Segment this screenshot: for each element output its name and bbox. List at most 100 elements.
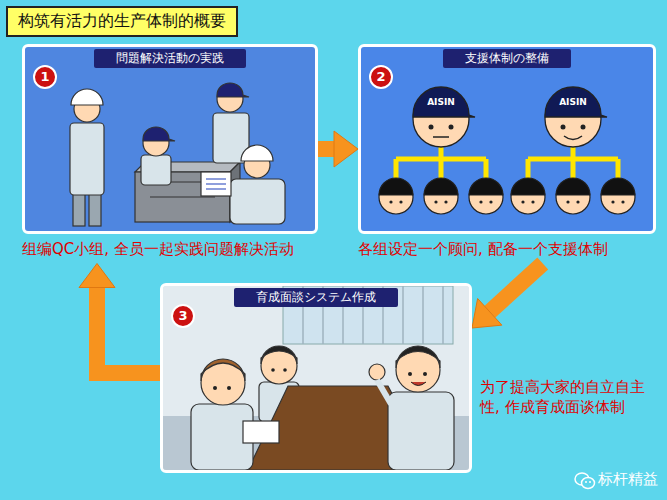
illustration-part xyxy=(489,200,492,203)
arrow-head xyxy=(472,299,502,328)
illustration-part xyxy=(261,346,297,364)
panel-caption: 组编QC小组, 全员一起实践问题解决活动 xyxy=(22,240,318,260)
illustration-part xyxy=(429,125,586,130)
illustration-part xyxy=(206,179,226,189)
illustration-part xyxy=(241,145,273,161)
panel-frame: 育成面談システム作成3 xyxy=(160,283,472,473)
illustration-part xyxy=(585,481,587,483)
illustration-part xyxy=(424,178,458,214)
illustration-part xyxy=(402,286,404,344)
illustration-part xyxy=(283,368,287,372)
flow-arrow xyxy=(472,264,543,329)
illustration-part xyxy=(141,155,171,185)
illustration-part xyxy=(589,481,591,483)
illustration-part xyxy=(217,83,249,97)
panel-header: 支援体制の整備 xyxy=(443,49,571,68)
illustration-part xyxy=(411,382,426,386)
illustration-part xyxy=(213,386,217,390)
illustration-part xyxy=(396,147,618,179)
panel-header: 問題解決活動の実践 xyxy=(94,49,246,68)
illustration-part xyxy=(528,147,618,179)
illustration-part xyxy=(576,200,579,203)
illustration-part xyxy=(143,127,175,141)
title-box: 构筑有活力的生产体制的概要 xyxy=(6,6,238,37)
arrow-shaft xyxy=(490,264,543,312)
illustration-part xyxy=(389,200,624,203)
illustration-part xyxy=(201,172,231,196)
illustration-part xyxy=(379,178,413,214)
illustration-part xyxy=(479,200,482,203)
illustration-part xyxy=(581,125,586,130)
illustration-part xyxy=(621,200,624,203)
panel-node: 育成面談システム作成3为了提高大家的自立自主性, 作成育成面谈体制 xyxy=(160,283,472,477)
illustration-part xyxy=(434,200,437,203)
org-chart-illustration xyxy=(361,47,653,231)
illustration-part xyxy=(582,478,595,489)
illustration-part xyxy=(191,346,454,470)
illustration-part xyxy=(213,368,427,390)
illustration-part xyxy=(388,392,454,470)
illustration-part xyxy=(531,200,534,203)
illustration-part xyxy=(413,87,475,117)
workers-illustration xyxy=(25,47,315,231)
panel-node: 問題解決活動の実践 1 组编QC小组, 全员一起实践问题解决活动 xyxy=(22,44,318,264)
watermark: 标杆精益 xyxy=(598,470,658,489)
arrow-head xyxy=(79,264,115,288)
title-text: 构筑有活力的生产体制的概要 xyxy=(18,11,226,30)
illustration-part xyxy=(408,372,412,376)
arrow-shaft xyxy=(97,288,160,374)
illustration-part xyxy=(424,178,458,195)
illustration-part xyxy=(271,368,275,372)
illustration-part xyxy=(70,83,285,226)
illustration-part xyxy=(601,178,635,195)
illustration-part xyxy=(206,188,226,190)
flow-arrow xyxy=(318,131,358,167)
illustration-part xyxy=(545,87,607,117)
illustration-part xyxy=(444,200,447,203)
illustration-part xyxy=(413,87,607,147)
illustration-part xyxy=(396,147,486,179)
panel-caption: 为了提高大家的自立自主性, 作成育成面谈体制 xyxy=(480,378,658,417)
illustration-part xyxy=(611,200,614,203)
arrow-head xyxy=(334,131,358,167)
illustration-part xyxy=(429,125,434,130)
flow-arrow xyxy=(79,264,160,374)
illustration-part xyxy=(396,346,440,368)
panel-frame: 支援体制の整備2AISINAISIN xyxy=(358,44,656,234)
illustration-part xyxy=(564,136,582,140)
illustration-part xyxy=(89,193,101,226)
watermark-icon xyxy=(574,471,596,491)
illustration-part xyxy=(556,178,590,195)
illustration-part xyxy=(377,380,391,404)
illustration-part xyxy=(442,286,444,344)
illustration-part xyxy=(163,286,469,470)
illustration-part xyxy=(601,178,635,214)
illustration-part xyxy=(73,193,85,226)
arrow-shaft xyxy=(318,141,334,157)
illustration-part xyxy=(369,364,385,380)
illustration-part xyxy=(556,178,590,214)
illustration-part xyxy=(566,200,569,203)
illustration-part xyxy=(561,125,566,130)
panel-node: 支援体制の整備2AISINAISIN各组设定一个顾问, 配备一个支援体制 xyxy=(358,44,656,264)
illustration-part xyxy=(389,200,392,203)
illustration-part xyxy=(469,178,503,214)
illustration-part xyxy=(511,178,545,195)
illustration-part xyxy=(422,286,424,344)
panel-frame: 問題解決活動の実践 1 xyxy=(22,44,318,234)
cap-logo: AISIN xyxy=(553,97,593,108)
illustration-part xyxy=(469,178,503,195)
meeting-illustration xyxy=(163,286,469,470)
illustration-part xyxy=(399,200,402,203)
illustration-part xyxy=(521,200,524,203)
illustration-part xyxy=(379,178,635,214)
callout-number: 1 xyxy=(33,65,57,89)
illustration-part xyxy=(449,125,454,130)
illustration-part xyxy=(423,372,427,376)
illustration-part xyxy=(511,178,545,214)
illustration-part xyxy=(243,421,279,443)
illustration-part xyxy=(206,183,226,185)
illustration-part xyxy=(71,89,103,105)
illustration-part xyxy=(201,359,245,381)
